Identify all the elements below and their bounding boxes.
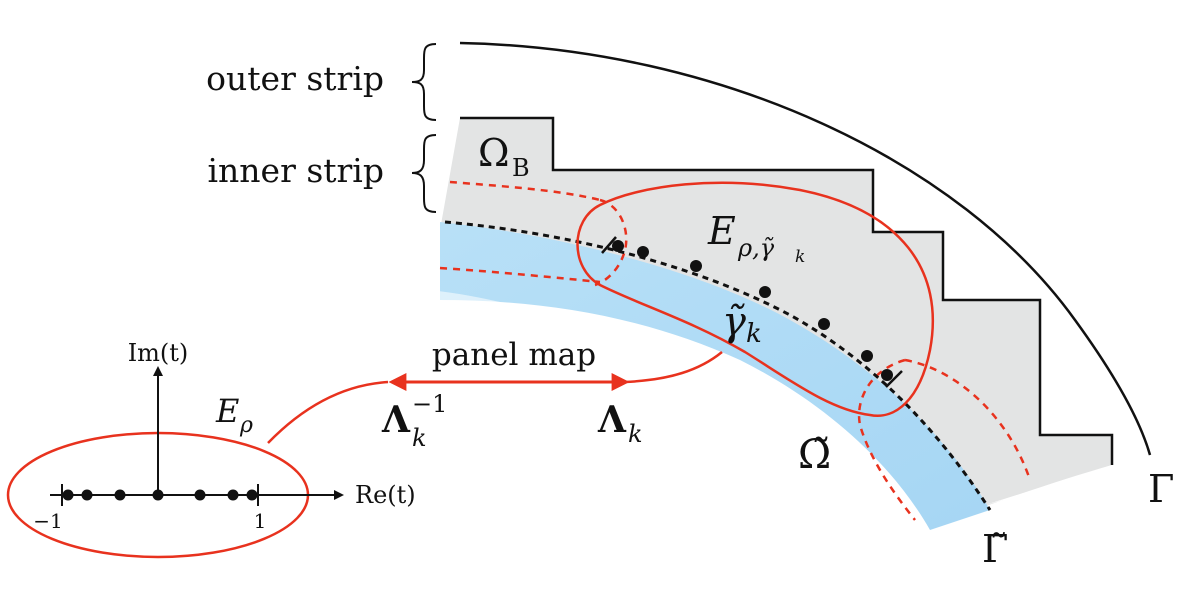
panel-node — [861, 350, 873, 362]
gamma-tilde-label: γ̃ — [722, 299, 746, 345]
lambda-inverse-subscript: k — [412, 424, 427, 452]
e-rho-subscript: ρ — [239, 413, 253, 438]
band-fade-soft-2 — [430, 305, 890, 565]
reference-node — [246, 489, 258, 501]
panel-node — [881, 369, 893, 381]
panel-node — [759, 286, 771, 298]
reference-node — [114, 489, 126, 501]
e-rho-label: E — [215, 392, 239, 430]
panel-node — [818, 318, 830, 330]
e-rho-gamma-subsubscript: k — [795, 247, 805, 267]
gamma-boundary — [459, 41, 1152, 456]
reference-node — [227, 489, 239, 501]
reference-node — [81, 489, 93, 501]
e-rho-gamma-subscript: ρ,γ̃ — [737, 234, 775, 262]
reference-node — [194, 489, 206, 501]
tick-one-label: 1 — [254, 509, 267, 533]
left-panel-dashed-circle — [594, 198, 628, 287]
panel-end-tick — [885, 370, 903, 388]
panel-map-connector-left — [267, 380, 389, 444]
panel-map-connector-right — [624, 351, 723, 384]
panel-node — [612, 240, 624, 252]
reference-node — [62, 489, 74, 501]
panel-node — [690, 260, 702, 272]
outer-strip-brace — [411, 43, 437, 121]
lambda-subscript: k — [628, 420, 643, 448]
e-rho-gamma-label: E — [707, 209, 736, 253]
inner-strip-brace — [411, 134, 437, 213]
lambda-label: Λ — [597, 399, 627, 441]
tick-minus-one-label: −1 — [33, 509, 62, 533]
gamma-label: Γ — [1148, 467, 1174, 511]
omega-tilde-band — [440, 222, 990, 530]
lower-dashed-curve — [439, 266, 601, 284]
panel-end-tick — [601, 236, 617, 254]
lambda-inverse-superscript: −1 — [412, 390, 447, 418]
inner-strip-label: inner strip — [207, 151, 384, 190]
real-axis-label: Re(t) — [355, 481, 416, 509]
gamma-tilde-subscript: k — [746, 319, 762, 349]
outer-strip-label: outer strip — [206, 59, 384, 98]
bernstein-ellipse-panel — [576, 181, 935, 417]
panel-node — [637, 246, 649, 258]
omega-tilde-label: Ω̃ — [798, 432, 831, 478]
right-panel-dashed-curve-outer — [904, 358, 1032, 481]
staircase-boundary — [460, 116, 1114, 465]
reference-node — [152, 489, 164, 501]
gamma-tilde-boundary-label: Γ̃ — [982, 527, 1008, 571]
lambda-inverse-label: Λ — [381, 399, 411, 441]
right-panel-dashed-curve-inner — [857, 358, 916, 521]
upper-dashed-curve — [449, 180, 601, 202]
omega-b-label: Ω — [478, 131, 510, 175]
panel-map-label: panel map — [432, 337, 596, 373]
gamma-tilde-curve — [444, 220, 992, 511]
omega-b-subscript: B — [512, 154, 530, 182]
imag-axis-label: Im(t) — [128, 339, 189, 367]
